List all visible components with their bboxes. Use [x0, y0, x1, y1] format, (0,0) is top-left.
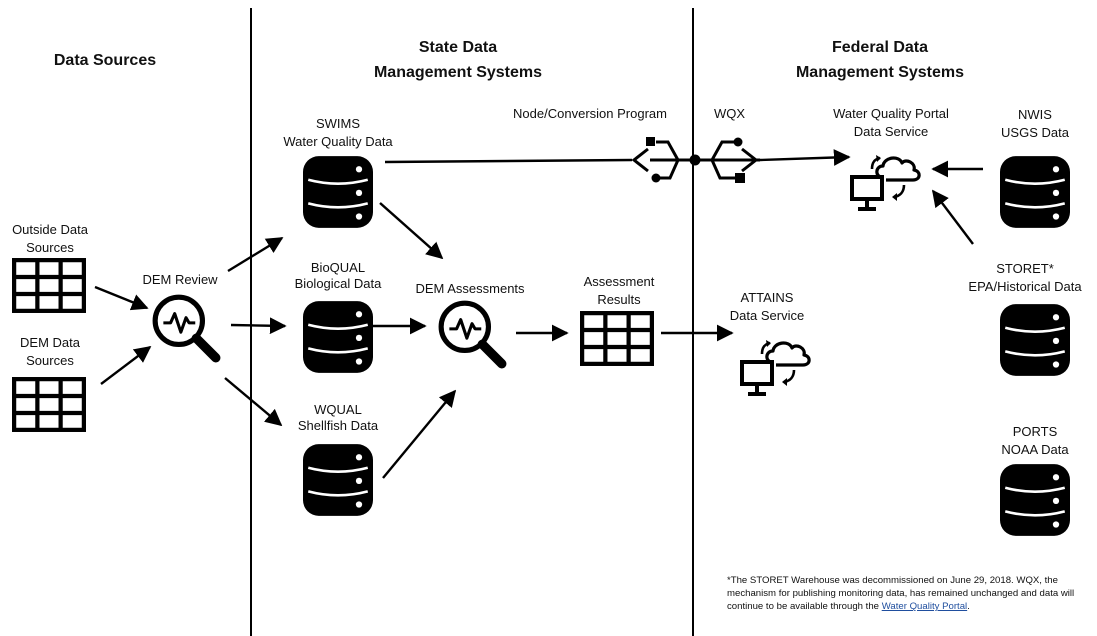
wqual-database-icon — [303, 442, 373, 518]
label-dem-data-sources-2: Sources — [26, 353, 74, 368]
label-wqual-1: WQUAL — [314, 402, 362, 417]
label-assessment-results-1: Assessment — [583, 274, 655, 289]
wqp-cloud-computer-icon — [852, 155, 919, 209]
arrow-wqx-to-wqp — [759, 149, 851, 166]
storet-database-icon — [1000, 302, 1070, 378]
outside-data-sources-table-icon — [14, 260, 84, 311]
label-storet-1: STORET* — [996, 261, 1054, 276]
label-outside-data-sources-2: Sources — [26, 240, 74, 255]
arrow-swims-to-node — [384, 158, 633, 164]
usb-connector-icon — [631, 137, 760, 183]
arrow-outside-to-review — [94, 285, 149, 311]
label-outside-data-sources-1: Outside Data — [12, 222, 88, 237]
footnote-end: . — [967, 601, 970, 612]
label-attains-1: ATTAINS — [740, 290, 794, 305]
header-federal-line1: Federal Data — [831, 39, 929, 56]
label-wqx: WQX — [713, 106, 746, 121]
label-ports-1: PORTS — [1012, 424, 1058, 439]
label-wqual-2: Shellfish Data — [297, 418, 379, 433]
label-dem-data-sources-1: DEM Data — [20, 335, 80, 350]
header-data-sources: Data Sources — [53, 52, 157, 69]
arrow-swims-to-assessments — [379, 202, 444, 260]
footnote-text: *The STORET Warehouse was decommissioned… — [727, 575, 1075, 612]
label-dem-assessments: DEM Assessments — [415, 281, 525, 296]
arrow-dem-sources-to-review — [100, 345, 152, 385]
label-node-conversion: Node/Conversion Program — [513, 106, 667, 121]
label-attains-2: Data Service — [729, 308, 805, 323]
header-state-line1: State Data — [418, 39, 498, 56]
label-ports-2: NOAA Data — [1001, 442, 1069, 457]
dem-review-magnifier-icon — [155, 297, 216, 358]
arrow-review-to-swims — [227, 236, 284, 273]
label-dem-review: DEM Review — [142, 272, 218, 287]
label-assessment-results-2: Results — [597, 292, 641, 307]
label-swims-2: Water Quality Data — [283, 134, 393, 149]
ports-database-icon — [1000, 462, 1070, 538]
label-wqp-1: Water Quality Portal — [833, 106, 949, 121]
footnote: *The STORET Warehouse was decommissioned… — [727, 574, 1092, 613]
bioqual-database-icon — [303, 299, 373, 375]
label-nwis-2: USGS Data — [1001, 125, 1069, 140]
label-storet-2: EPA/Historical Data — [968, 279, 1082, 294]
water-quality-portal-link[interactable]: Water Quality Portal — [881, 601, 968, 612]
label-bioqual-2: Biological Data — [294, 276, 382, 291]
dem-data-sources-table-icon — [14, 379, 84, 430]
label-wqp-2: Data Service — [853, 124, 929, 139]
swims-database-icon — [303, 154, 373, 230]
label-nwis-1: NWIS — [1018, 107, 1052, 122]
arrow-review-to-bioqual — [230, 317, 287, 335]
assessment-results-table-icon — [582, 313, 652, 364]
header-state-line2: Management Systems — [373, 64, 543, 81]
dem-assessments-magnifier-icon — [441, 303, 502, 364]
arrow-storet-to-wqp — [931, 189, 974, 245]
header-federal-line2: Management Systems — [795, 64, 965, 81]
arrow-review-to-wqual — [224, 377, 283, 427]
label-swims-1: SWIMS — [315, 116, 361, 131]
arrow-wqual-to-assessments — [382, 389, 457, 479]
nwis-database-icon — [1000, 154, 1070, 230]
attains-cloud-computer-icon — [742, 340, 809, 394]
label-bioqual-1: BioQUAL — [310, 260, 366, 275]
